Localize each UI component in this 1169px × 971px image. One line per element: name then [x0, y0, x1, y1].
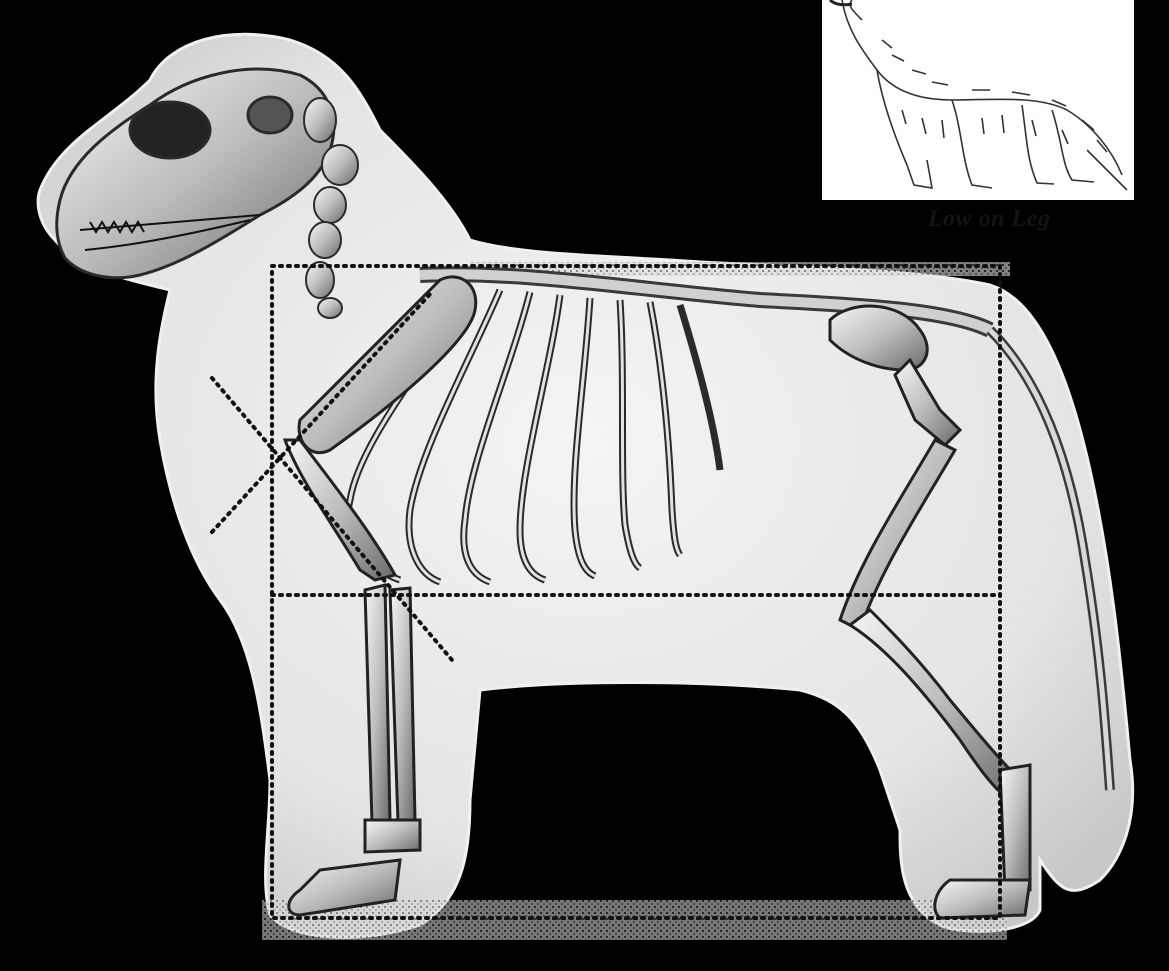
- inset-dog-sketch: [822, 0, 1134, 200]
- dog-sketch-drawing: [822, 0, 1134, 200]
- inset-caption: Low on Leg: [928, 206, 1050, 233]
